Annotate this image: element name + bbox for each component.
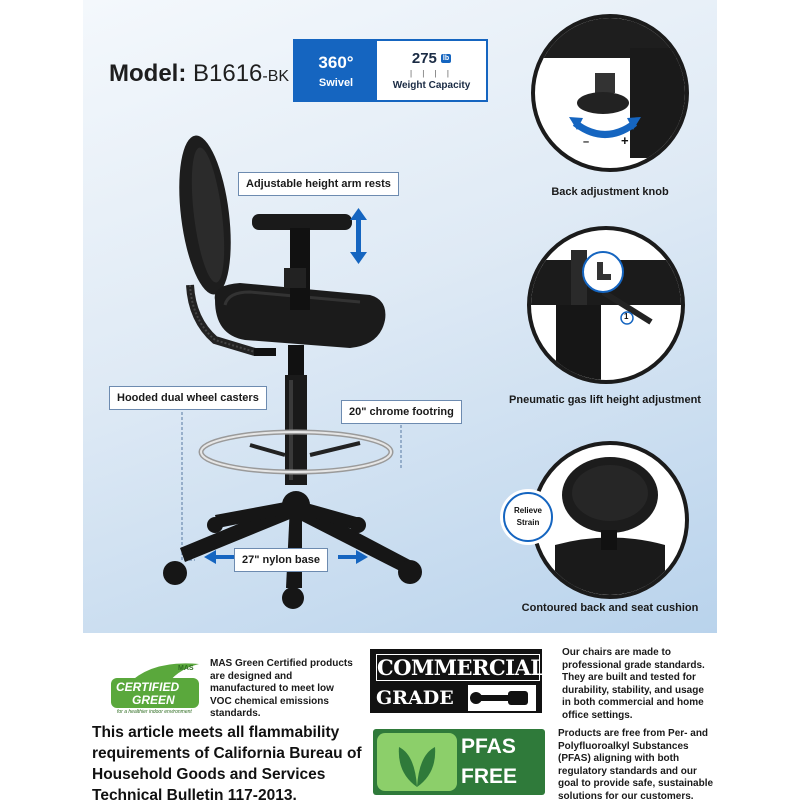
pfas-free-logo: PFAS FREE — [373, 729, 545, 795]
scale-ticks: | | | | — [410, 69, 453, 78]
model-title: Model: B1616-BK — [109, 60, 290, 87]
pfas-logo-line1: PFAS — [461, 735, 516, 758]
mas-certified-logo — [111, 663, 199, 708]
callout-casters: Hooded dual wheel casters — [109, 386, 267, 410]
flammability-text: This article meets all flammability requ… — [92, 724, 362, 800]
mas-logo-line1: CERTIFIED — [116, 680, 180, 694]
lever-marker: 1 — [624, 312, 629, 321]
commercial-logo-line1: COMMERCIAL — [376, 654, 545, 681]
commercial-grade-logo: COMMERCIAL GRADE — [370, 649, 545, 713]
weight-value: 275 — [411, 50, 437, 67]
leaf-icon — [377, 733, 457, 791]
commercial-text: Our chairs are made to professional grad… — [562, 647, 705, 721]
relieve-strain-badge: Relieve Strain — [503, 492, 553, 542]
pfas-text: Products are free from Per- and Polyfluo… — [558, 728, 714, 800]
mas-logo-line2: GREEN — [132, 693, 175, 707]
weight-unit-icon: lb — [440, 54, 452, 63]
detail-back-knob: – + — [531, 14, 689, 172]
pfas-logo-line2: FREE — [461, 765, 518, 788]
mas-logo-top: MAS — [178, 665, 194, 672]
wrench-fist-icon — [468, 685, 536, 711]
detail-gas-lift: 1 — [527, 226, 685, 384]
gas-lift-image — [531, 250, 681, 380]
caption-gas-lift: Pneumatic gas lift height adjustment — [509, 394, 701, 406]
caption-back-knob: Back adjustment knob — [551, 186, 669, 198]
cushion-image — [555, 457, 665, 595]
detail-cushion — [531, 441, 689, 599]
caption-cushion: Contoured back and seat cushion — [521, 602, 699, 614]
callout-arm-rests: Adjustable height arm rests — [238, 172, 399, 196]
callout-base: 27" nylon base — [234, 548, 328, 572]
swivel-degrees: 360° — [318, 52, 354, 72]
mas-logo-tagline: for a healthier indoor environment — [117, 709, 192, 715]
swivel-spec: 360° Swivel — [295, 41, 377, 100]
minus-label: – — [583, 136, 590, 148]
weight-label: Weight Capacity — [392, 80, 471, 91]
callout-footring: 20" chrome footring — [341, 400, 462, 424]
plus-label: + — [621, 133, 629, 148]
commercial-logo-line2: GRADE — [376, 687, 454, 709]
swivel-label: Swivel — [318, 76, 354, 89]
mas-text: MAS Green Certified products are designe… — [210, 658, 353, 719]
back-knob-image — [535, 18, 685, 158]
